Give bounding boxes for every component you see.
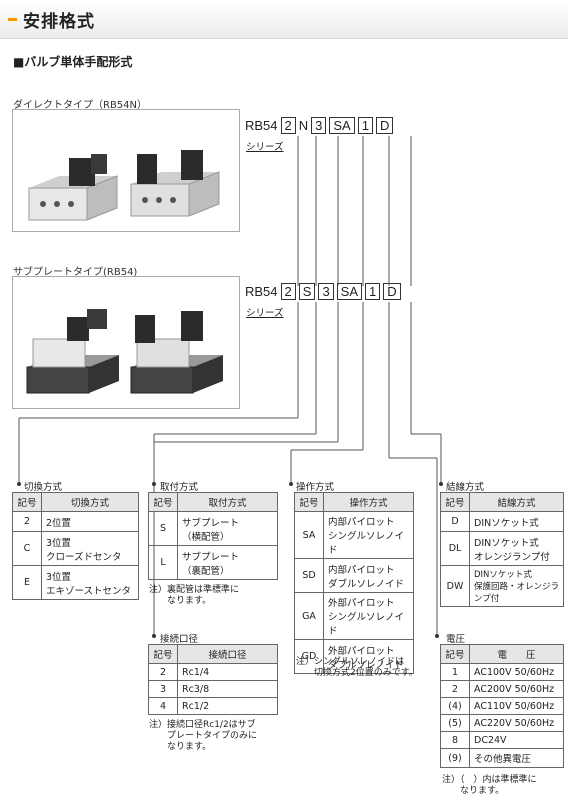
table-cell-value: Rc1/4 bbox=[177, 663, 278, 681]
table-cell-value: サブプレート （横配管） bbox=[177, 511, 278, 546]
table-cell-code: DW bbox=[440, 565, 470, 607]
port-note: 注）接続口径Rc1/2はサブ プレートタイプのみに なります。 bbox=[149, 720, 258, 752]
operation-title: 操作方式 bbox=[296, 482, 335, 493]
switching-title: 切換方式 bbox=[24, 482, 63, 493]
code-wiring: D bbox=[383, 283, 401, 300]
operation-note: 注）シングルソレノイドは 切換方式2位置のみです。 bbox=[296, 657, 418, 678]
direct-type-label: ダイレクトタイプ（RB54N） bbox=[13, 100, 148, 111]
table-cell-code: D bbox=[440, 511, 470, 532]
mounting-note: 注）裏配管は準標準に なります。 bbox=[149, 585, 240, 606]
code-switching: 2 bbox=[280, 117, 296, 134]
column-header: 結線方式 bbox=[469, 492, 564, 512]
code-operation: SA bbox=[336, 283, 363, 300]
code-voltage: 1 bbox=[357, 117, 373, 134]
column-header: 記号 bbox=[148, 492, 178, 512]
table-cell-value: DINソケット式 保護回路・オレンジランプ付 bbox=[469, 565, 564, 607]
table-cell-value: DC24V bbox=[469, 731, 564, 749]
wiring-title: 結線方式 bbox=[446, 482, 485, 493]
table-cell-code: (4) bbox=[440, 697, 470, 715]
table-cell-value: Rc1/2 bbox=[177, 697, 278, 715]
table-cell-value: 3位置 クローズドセンタ bbox=[41, 531, 139, 566]
column-header: 記号 bbox=[440, 492, 470, 512]
table-cell-code: (5) bbox=[440, 714, 470, 732]
code-prefix: RB54 bbox=[245, 284, 278, 299]
port-title: 接続口径 bbox=[160, 634, 199, 645]
table-cell-value: DINソケット式 オレンジランプ付 bbox=[469, 531, 564, 566]
subplate-type-photo bbox=[12, 276, 240, 409]
column-header: 記号 bbox=[440, 644, 470, 664]
valve-photo-subplate bbox=[26, 309, 223, 394]
code-voltage: 1 bbox=[365, 283, 381, 300]
column-header: 記号 bbox=[294, 492, 324, 512]
voltage-note: 注）（ ）内は準標準に なります。 bbox=[442, 775, 537, 796]
code-port: 3 bbox=[318, 283, 334, 300]
subplate-series-label: シリーズ bbox=[246, 308, 284, 319]
direct-type-photo bbox=[12, 109, 240, 232]
table-cell-code: 2 bbox=[12, 511, 42, 532]
table-cell-code: 3 bbox=[148, 680, 178, 698]
code-mounting: N bbox=[298, 118, 309, 133]
voltage-title: 電圧 bbox=[446, 634, 466, 645]
orange-dash-icon bbox=[8, 18, 17, 21]
table-cell-code: SA bbox=[294, 511, 324, 559]
table-cell-value: サブプレート （裏配管） bbox=[177, 545, 278, 580]
section-header: 安排格式 bbox=[0, 0, 568, 39]
column-header: 切換方式 bbox=[41, 492, 139, 512]
table-cell-code: (9) bbox=[440, 748, 470, 768]
table-cell-code: 2 bbox=[440, 680, 470, 698]
table-cell-value: DINソケット式 bbox=[469, 511, 564, 532]
code-port: 3 bbox=[311, 117, 327, 134]
table-cell-value: AC200V 50/60Hz bbox=[469, 680, 564, 698]
table-cell-value: 内部パイロット シングルソレノイド bbox=[323, 511, 414, 559]
table-cell-value: 3位置 エキゾーストセンタ bbox=[41, 565, 139, 600]
code-prefix: RB54 bbox=[245, 118, 278, 133]
table-cell-value: 外部パイロット ダブルソレノイド bbox=[323, 639, 414, 674]
table-cell-value: AC110V 50/60Hz bbox=[469, 697, 564, 715]
column-header: 取付方式 bbox=[177, 492, 278, 512]
code-mounting: S bbox=[298, 283, 316, 300]
code-operation: SA bbox=[329, 117, 355, 134]
table-cell-value: Rc3/8 bbox=[177, 680, 278, 698]
column-header: 記号 bbox=[12, 492, 42, 512]
table-cell-value: 内部パイロット ダブルソレノイド bbox=[323, 558, 414, 593]
column-header: 記号 bbox=[148, 644, 178, 664]
table-cell-code: SD bbox=[294, 558, 324, 593]
table-cell-code: 4 bbox=[148, 697, 178, 715]
mounting-title: 取付方式 bbox=[160, 482, 199, 493]
table-cell-value: 外部パイロット シングルソレノイド bbox=[323, 592, 414, 640]
table-cell-value: 2位置 bbox=[41, 511, 139, 532]
table-cell-code: GA bbox=[294, 592, 324, 640]
code-wiring: D bbox=[375, 117, 394, 134]
table-cell-value: AC220V 50/60Hz bbox=[469, 714, 564, 732]
table-cell-value: AC100V 50/60Hz bbox=[469, 663, 564, 681]
valve-photo-direct bbox=[28, 150, 220, 221]
code-switching: 2 bbox=[280, 283, 296, 300]
table-cell-code: S bbox=[148, 511, 178, 546]
table-cell-code: DL bbox=[440, 531, 470, 566]
page-title: 安排格式 bbox=[23, 12, 95, 32]
subplate-type-label: サブプレートタイプ(RB54) bbox=[13, 267, 138, 278]
table-cell-code: E bbox=[12, 565, 42, 600]
column-header: 操作方式 bbox=[323, 492, 414, 512]
table-cell-code: 8 bbox=[440, 731, 470, 749]
table-cell-code: 1 bbox=[440, 663, 470, 681]
column-header: 接続口径 bbox=[177, 644, 278, 664]
column-header: 電 圧 bbox=[469, 644, 564, 664]
table-cell-value: その他異電圧 bbox=[469, 748, 564, 768]
table-cell-code: C bbox=[12, 531, 42, 566]
section-subtitle: ■バルブ単体手配形式 bbox=[13, 55, 133, 69]
table-cell-code: L bbox=[148, 545, 178, 580]
table-cell-code: 2 bbox=[148, 663, 178, 681]
direct-series-label: シリーズ bbox=[246, 142, 284, 153]
